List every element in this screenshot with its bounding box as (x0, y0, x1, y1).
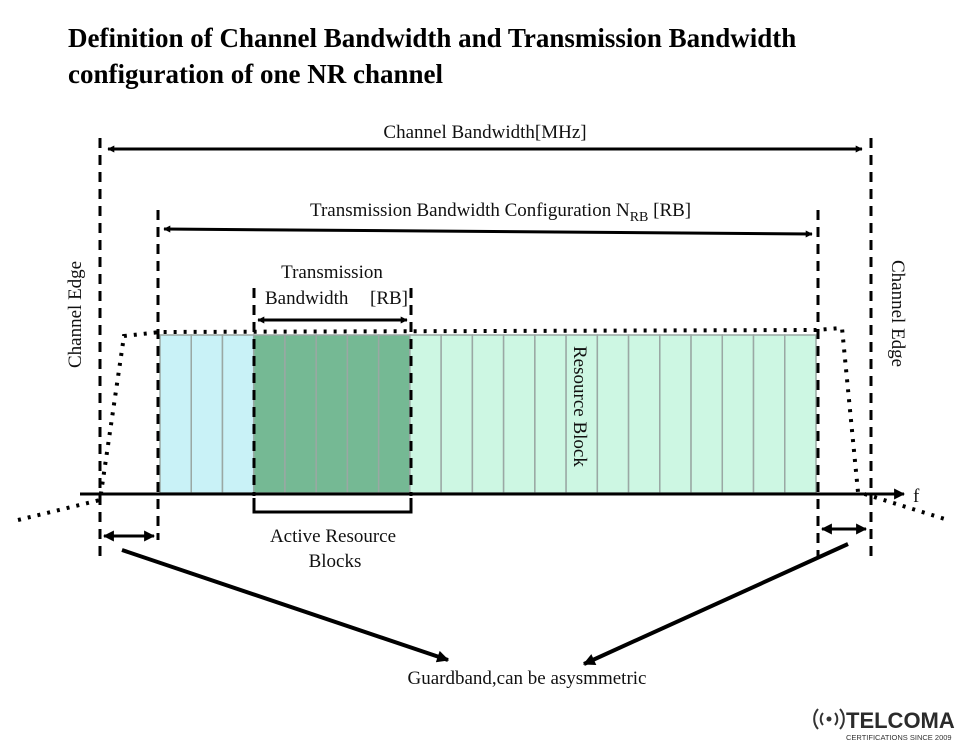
resource-block (784, 334, 817, 494)
tx-bandwidth-label-line1: Transmission (281, 262, 383, 283)
resource-block-grid (159, 334, 817, 494)
guardband-label: Guardband,can be asysmmetric (408, 668, 647, 689)
resource-block (190, 334, 224, 494)
resource-block (690, 334, 724, 494)
telcoma-logo: TELCOMA CERTIFICATIONS SINCE 2009 (813, 708, 955, 742)
channel-edge-left-label: Channel Edge (65, 261, 86, 368)
resource-block (284, 334, 317, 494)
frequency-axis-label: f (913, 486, 920, 507)
resource-block (377, 334, 411, 494)
title-line-1: Definition of Channel Bandwidth and Tran… (68, 23, 797, 53)
resource-block-label: Resource Block (569, 346, 590, 467)
guardband-pointer-left (121, 548, 450, 663)
tx-config-label: Transmission Bandwidth Configuration NRB… (310, 200, 691, 225)
spectrum-envelope (17, 325, 949, 522)
active-blocks-label-line1: Active Resource (270, 526, 396, 547)
resource-block (159, 334, 192, 494)
resource-block (346, 334, 380, 494)
resource-block (409, 334, 442, 494)
title-line-2: configuration of one NR channel (68, 59, 444, 89)
resource-block (221, 334, 255, 494)
resource-block (502, 334, 536, 494)
channel-edge-right-label: Channel Edge (887, 260, 908, 367)
signal-waves-icon (813, 708, 845, 730)
resource-block (534, 334, 567, 494)
resource-block (752, 334, 786, 494)
page-title: Definition of Channel Bandwidth and Tran… (68, 20, 928, 92)
guardband-pointer-right (582, 542, 849, 666)
logo-tagline: CERTIFICATIONS SINCE 2009 (846, 733, 952, 742)
resource-block (440, 334, 474, 494)
tx-bandwidth-unit: [RB] (370, 288, 408, 309)
active-blocks-label-line2: Blocks (309, 551, 362, 572)
logo-name: TELCOMA (846, 708, 955, 733)
channel-bandwidth-label: Channel Bandwidth[MHz] (383, 122, 586, 143)
resource-block (596, 334, 630, 494)
tx-bandwidth-label-line2: Bandwidth (265, 288, 349, 309)
resource-block (252, 334, 286, 494)
resource-block (659, 334, 692, 494)
resource-block (471, 334, 505, 494)
resource-block (315, 334, 349, 494)
active-blocks-bracket (252, 498, 413, 514)
tx-config-arrow (163, 225, 813, 238)
resource-block (721, 334, 755, 494)
resource-block (627, 334, 661, 494)
